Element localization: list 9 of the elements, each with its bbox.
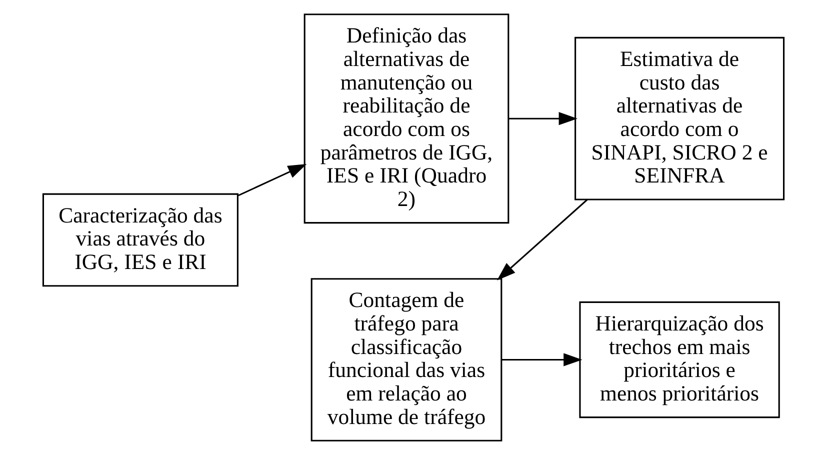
- node-box: Caracterização das vias através do IGG, IES e IRI: [42, 193, 238, 287]
- node-box: Estimativa de custo das alternativas de acordo com o SINAPI, SICRO 2 e SEINFRA: [574, 36, 785, 200]
- arrow: [238, 164, 307, 196]
- node-box: Hierarquização dos trechos em mais prioritários e menos prioritários: [579, 301, 780, 418]
- arrow: [502, 353, 582, 366]
- arrow: [496, 199, 588, 280]
- node-box: Definição das alternativas de manutenção ou reabilitação de acordo com os parâmetros de IGG, IES e IRI (Quadro 2): [304, 14, 510, 224]
- node-box: Contagem de tráfego para classificação funcional das vias em relação ao volume de tráfego: [310, 278, 502, 442]
- arrow: [508, 112, 578, 126]
